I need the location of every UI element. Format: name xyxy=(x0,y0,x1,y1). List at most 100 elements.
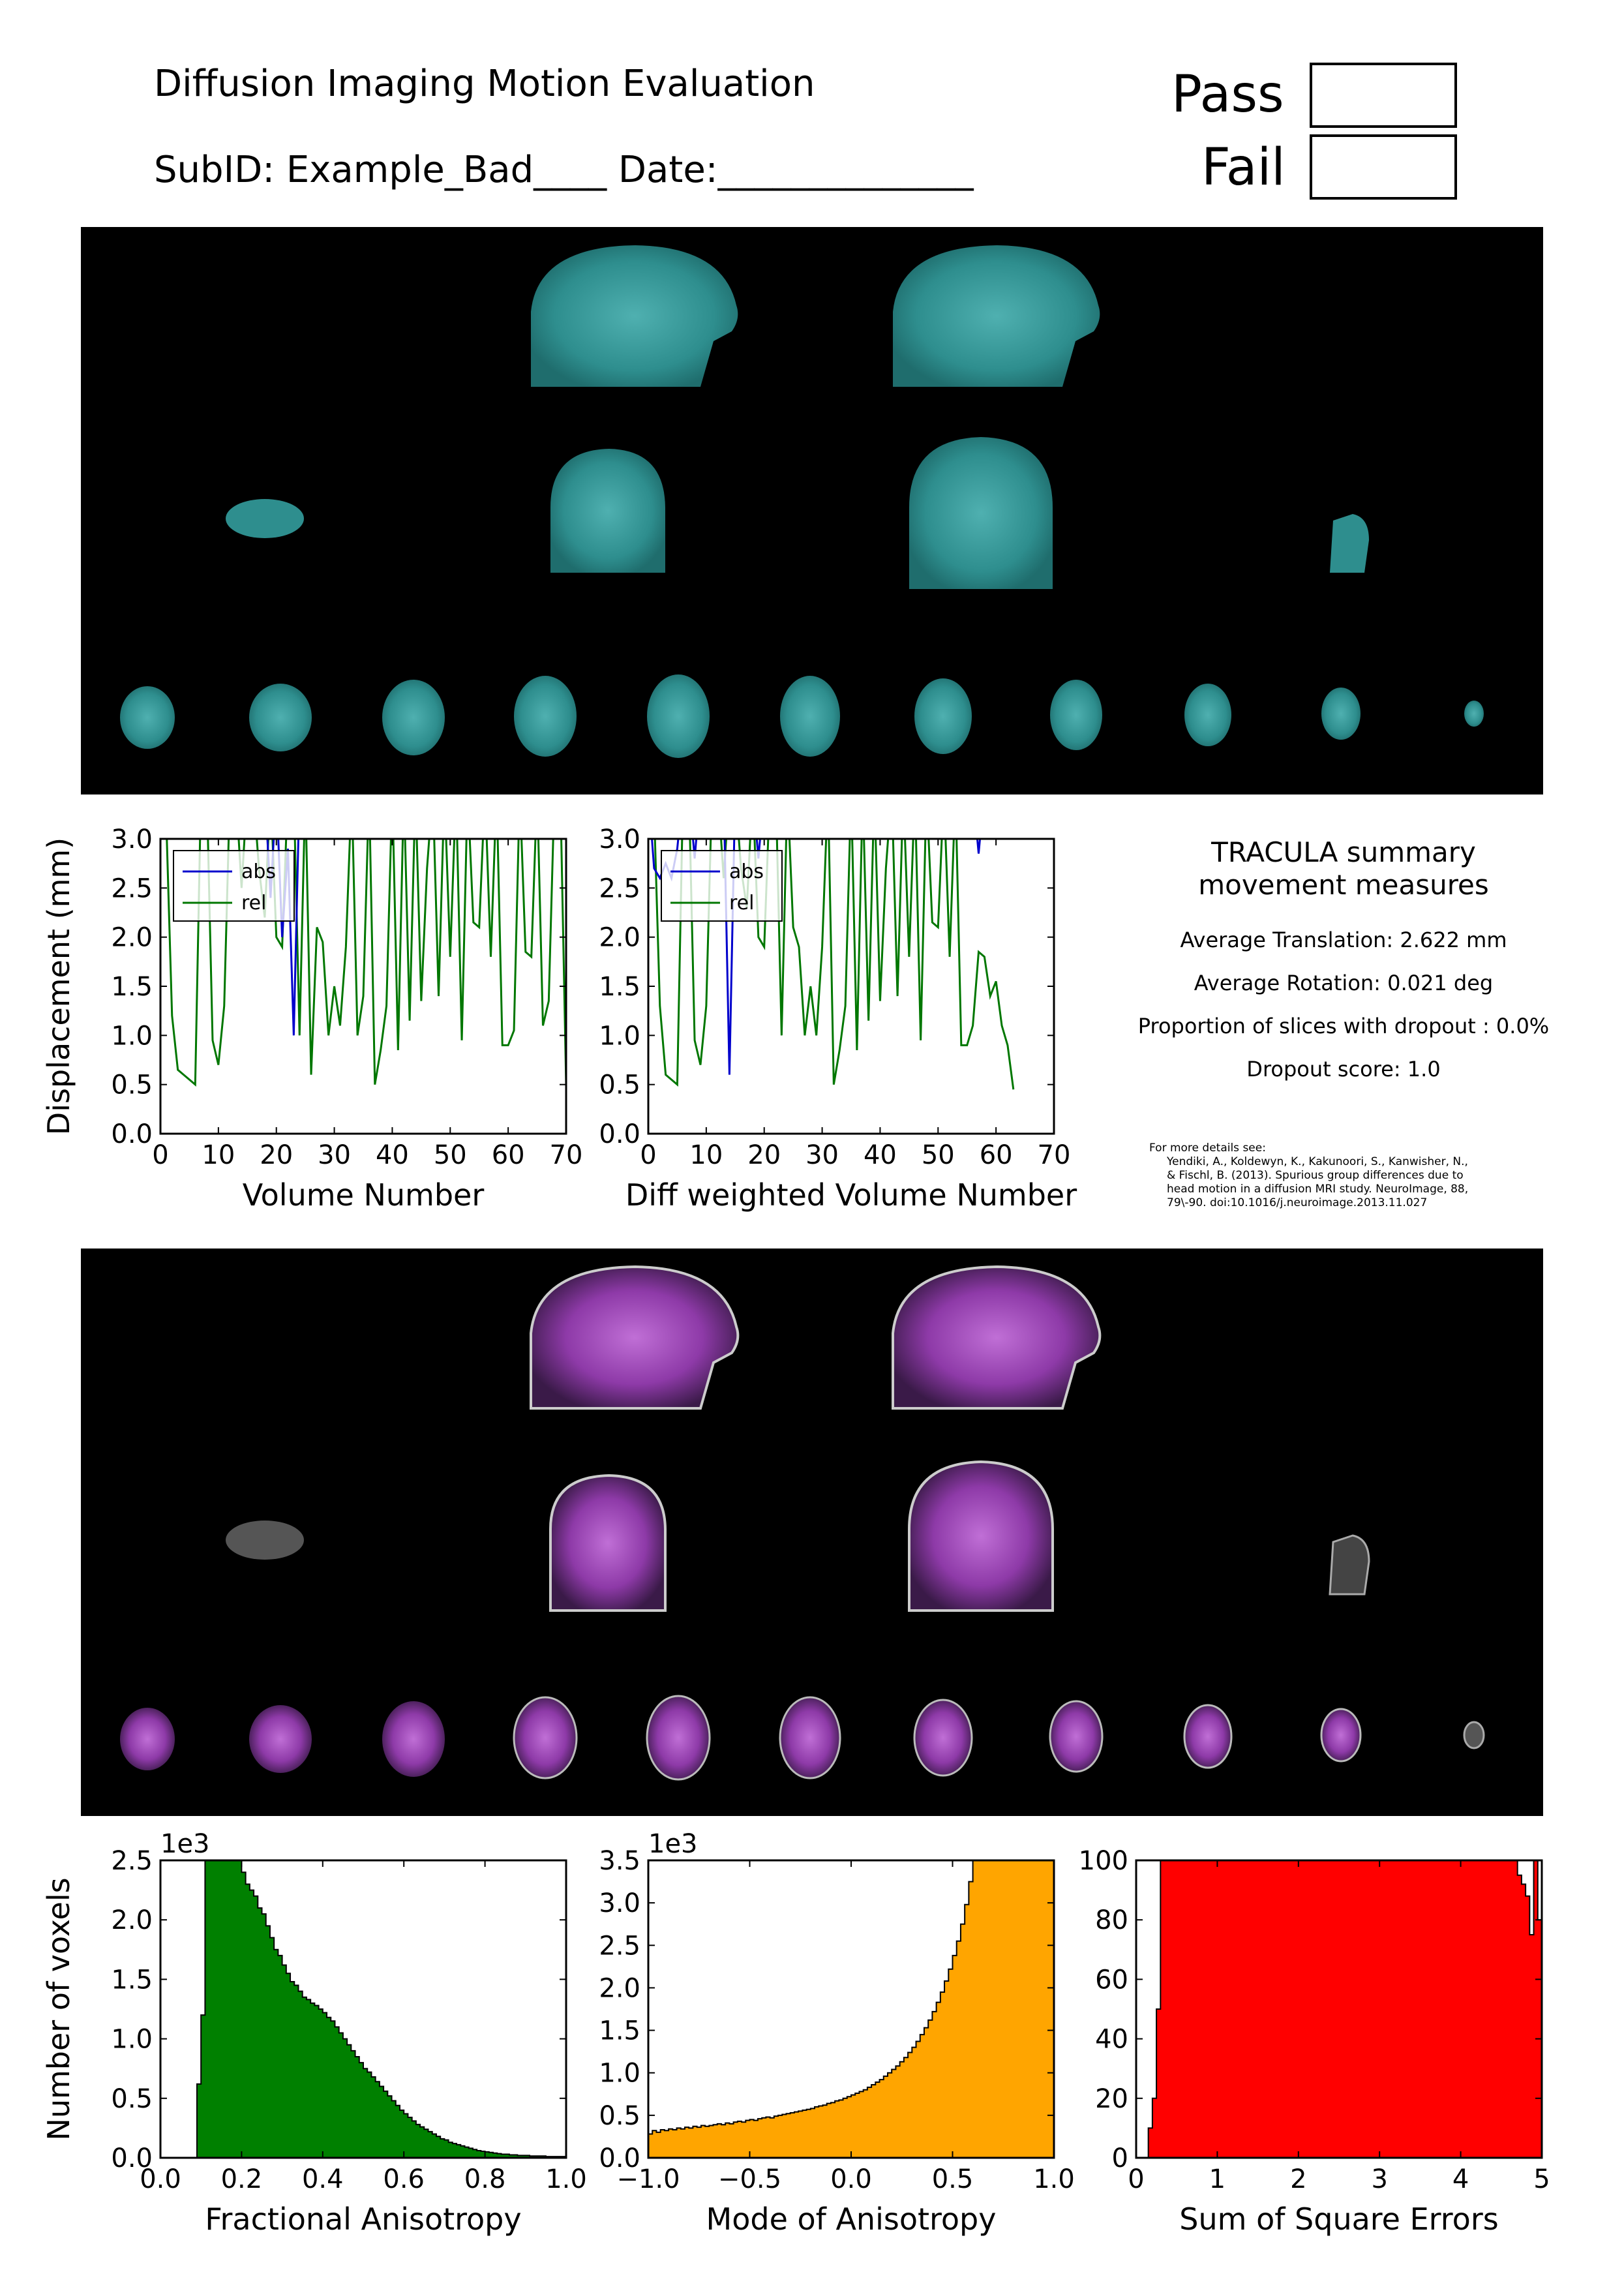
axial-slice-7 xyxy=(914,678,972,754)
axial-slice-11 xyxy=(1464,701,1484,727)
motion0-xtick-label: 70 xyxy=(550,1140,583,1170)
hist2-ytick-label: 100 xyxy=(1079,1846,1128,1876)
hist1-xtick-label: −0.5 xyxy=(718,2164,781,2194)
dropout-proportion: Proportion of slices with dropout : 0.0% xyxy=(1137,1014,1550,1038)
motion0-xtick-label: 50 xyxy=(434,1140,467,1170)
page-title: Diffusion Imaging Motion Evaluation xyxy=(154,63,815,105)
hist2-xtick-label: 5 xyxy=(1533,2164,1550,2194)
hist2-xtick-label: 3 xyxy=(1371,2164,1387,2194)
motion1-xtick-label: 40 xyxy=(864,1140,897,1170)
axial-slice-5 xyxy=(647,674,710,758)
legend-box xyxy=(661,850,783,922)
hist0-ylabel: Number of voxels xyxy=(41,1877,76,2140)
fa-axial-slice-6 xyxy=(779,1696,841,1779)
plot-frame xyxy=(1135,1859,1543,2159)
motion1-xtick-label: 0 xyxy=(640,1140,656,1170)
motion0-ytick-label: 2.0 xyxy=(111,923,153,953)
axial-slice-8 xyxy=(1050,680,1102,750)
hist0-ytick-label: 0.0 xyxy=(111,2143,153,2173)
hist1-ytick-label: 1.0 xyxy=(599,2059,640,2089)
fail-checkbox[interactable] xyxy=(1310,134,1457,200)
sagittal-slice-2 xyxy=(893,245,1100,387)
fa-image-panel xyxy=(81,1248,1543,1816)
hist1-xtick-label: 0.5 xyxy=(932,2164,974,2194)
hist1-ytick-label: 2.0 xyxy=(599,1973,640,2003)
axial-slice-3 xyxy=(382,680,445,755)
pass-label: Pass xyxy=(1171,65,1284,124)
axial-slice-4 xyxy=(514,676,577,757)
motion1-ytick-label: 2.0 xyxy=(599,923,640,953)
hist2-ytick-label: 40 xyxy=(1095,2025,1128,2055)
motion1-xtick-label: 60 xyxy=(980,1140,1013,1170)
plot-frame xyxy=(159,1859,567,2159)
fa-axial-slice-11 xyxy=(1463,1721,1485,1749)
fa-axial-slice-8 xyxy=(1049,1700,1104,1773)
motion0-xtick-label: 0 xyxy=(152,1140,168,1170)
pass-checkbox[interactable] xyxy=(1310,63,1457,128)
fa-axial-slice-3 xyxy=(382,1701,445,1777)
hist0-ytick-label: 0.5 xyxy=(111,2084,153,2114)
hist1-xtick-label: 1.0 xyxy=(1033,2164,1075,2194)
axial-slice-1 xyxy=(120,686,175,749)
summary-block: TRACULA summary movement measures Averag… xyxy=(1096,836,1591,1082)
fa-slices xyxy=(120,1265,1485,1781)
motion1-ytick-label: 1.0 xyxy=(599,1021,640,1051)
fail-label: Fail xyxy=(1201,138,1286,197)
fa-axial-slice-9 xyxy=(1183,1704,1233,1769)
legend-label-abs: abs xyxy=(241,860,276,883)
dropout-score: Dropout score: 1.0 xyxy=(1246,1057,1441,1082)
motion0-xtick-label: 30 xyxy=(318,1140,351,1170)
average-rotation: Average Rotation: 0.021 deg xyxy=(1194,971,1494,995)
fa-axial-slice-7 xyxy=(913,1699,973,1777)
fa-sagittal-slice-1 xyxy=(530,1265,740,1410)
motion1-ytick-label: 0.0 xyxy=(599,1119,640,1149)
motion0-ytick-label: 3.0 xyxy=(111,825,153,855)
motion1-xtick-label: 70 xyxy=(1038,1140,1071,1170)
legend-box xyxy=(173,850,295,922)
hist0-xtick-label: 1.0 xyxy=(545,2164,587,2194)
hist1-ytick-label: 0.5 xyxy=(599,2101,640,2131)
hist0-ytick-label: 2.0 xyxy=(111,1905,153,1935)
fa-axial-slice-10 xyxy=(1320,1708,1362,1763)
coronal-slice-edge-left xyxy=(226,499,304,538)
subject-id-line: SubID: Example_Bad____ Date:____________… xyxy=(154,149,974,191)
hist1-ytick-label: 3.5 xyxy=(599,1846,640,1876)
histogram-bars xyxy=(1136,1860,1542,2158)
average-translation: Average Translation: 2.622 mm xyxy=(1180,928,1507,952)
hist1-xlabel: Mode of Anisotropy xyxy=(706,2202,997,2237)
coronal-slice-edge-right xyxy=(1330,514,1369,573)
hist1-xtick-label: −1.0 xyxy=(616,2164,680,2194)
motion1-xtick-label: 50 xyxy=(922,1140,955,1170)
hist0-xtick-label: 0.0 xyxy=(140,2164,181,2194)
hist-multiplier-label: 1e3 xyxy=(648,1829,698,1859)
motion0-xtick-label: 20 xyxy=(260,1140,293,1170)
fa-coronal-slice-edge-left xyxy=(226,1521,304,1560)
hist0-xtick-label: 0.4 xyxy=(302,2164,344,2194)
summary-title-line2: movement measures xyxy=(1198,869,1489,901)
motion0-xtick-label: 10 xyxy=(202,1140,235,1170)
motion1-xtick-label: 20 xyxy=(747,1140,781,1170)
axial-slice-2 xyxy=(249,684,312,751)
motion0-ytick-label: 0.5 xyxy=(111,1070,153,1100)
hist-multiplier-label: 1e3 xyxy=(160,1829,210,1859)
hist1-ytick-label: 1.5 xyxy=(599,2016,640,2046)
motion1-ytick-label: 0.5 xyxy=(599,1070,640,1100)
histogram-bars xyxy=(196,1860,567,2158)
coronal-slice-1 xyxy=(550,449,665,573)
hist0-ytick-label: 1.5 xyxy=(111,1965,153,1995)
hist1-xtick-label: 0.0 xyxy=(830,2164,872,2194)
legend-label-abs: abs xyxy=(729,860,764,883)
motion0-ytick-label: 1.5 xyxy=(111,972,153,1002)
hist2-xtick-label: 0 xyxy=(1128,2164,1144,2194)
histogram-bars xyxy=(648,1860,1055,2158)
axial-slice-9 xyxy=(1184,684,1231,746)
motion0-xlabel: Volume Number xyxy=(243,1177,485,1213)
fa-coronal-slice-2 xyxy=(908,1460,1054,1612)
